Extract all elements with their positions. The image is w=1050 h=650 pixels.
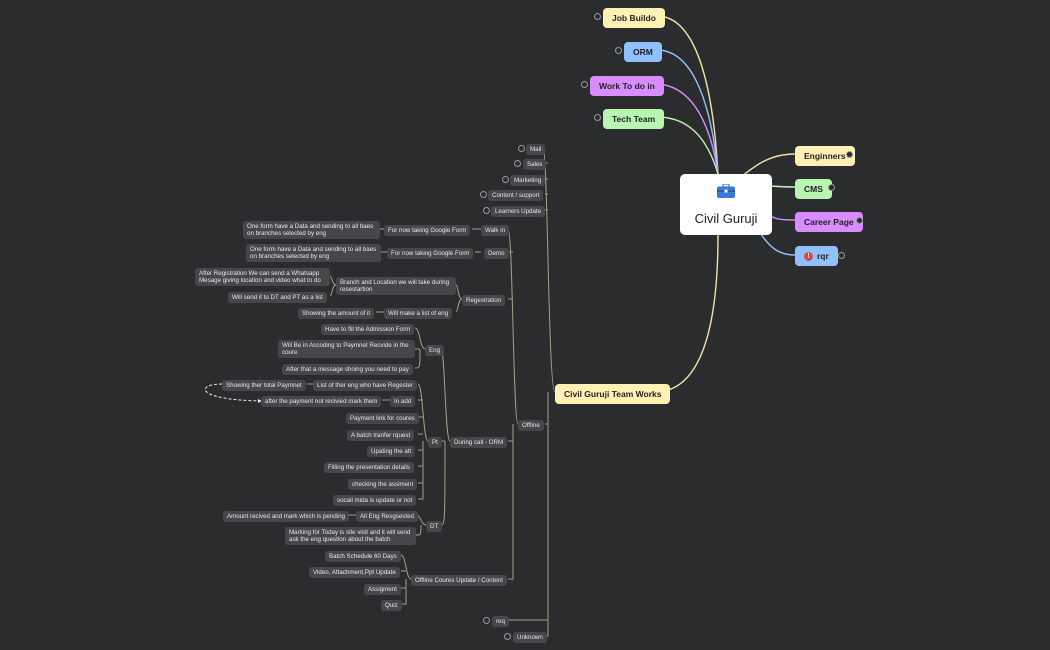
node-marking-today[interactable]: Marking for Today is site visit and it w… — [285, 527, 416, 545]
collapse-icon[interactable] — [594, 114, 601, 121]
node-make-list[interactable]: Will make a list of eng — [384, 308, 453, 319]
node-batch-transfer[interactable]: A batch tranfer rquest — [347, 430, 415, 441]
collapse-icon[interactable] — [483, 207, 490, 214]
node-checking-assignment[interactable]: checking the assiment — [348, 479, 418, 490]
branch-cms[interactable]: CMS — [795, 179, 832, 199]
node-dt[interactable]: DT — [426, 521, 443, 532]
collapse-icon[interactable] — [615, 47, 622, 54]
collapse-icon[interactable] — [502, 176, 509, 183]
node-fill-form[interactable]: Have to fill the Admission Form — [321, 324, 415, 335]
collapse-icon[interactable] — [581, 81, 588, 88]
branch-work-to-do-in[interactable]: Work To do in — [590, 76, 664, 96]
node-mail[interactable]: Mail — [526, 144, 546, 155]
collapse-icon[interactable] — [838, 252, 845, 259]
node-content-support[interactable]: Content / support — [488, 190, 544, 201]
node-walk-in-form[interactable]: For now taking Google Form — [384, 225, 471, 236]
root-title: Civil Guruji — [694, 211, 758, 226]
collapse-icon[interactable] — [594, 13, 601, 20]
collapse-icon[interactable] — [504, 633, 511, 640]
node-show-amount[interactable]: Showing the amount of it — [298, 308, 375, 319]
node-according-payment[interactable]: Will Be in Accoding to Paymnet Recvide i… — [278, 340, 415, 358]
collapse-icon[interactable] — [856, 217, 863, 224]
node-branch-location[interactable]: Branch and Location we will take during … — [336, 277, 456, 295]
node-unknown[interactable]: Unknown — [513, 632, 547, 643]
node-during-call[interactable]: During call - ORM — [450, 437, 508, 448]
node-after-registration[interactable]: After Registration We can send a Whatsap… — [195, 268, 330, 286]
node-social-media[interactable]: socail mida is update or not — [333, 495, 417, 506]
node-demo-note[interactable]: One form have a Data and sending to all … — [246, 244, 381, 262]
node-updating-att[interactable]: Upating the att — [367, 446, 416, 457]
node-learners-update[interactable]: Learners Update — [491, 206, 546, 217]
node-demo[interactable]: Demo — [484, 248, 509, 259]
root-node[interactable]: Civil Guruji — [680, 174, 772, 235]
node-showing-total[interactable]: Showing ther total Paymnet — [222, 380, 306, 391]
node-filling-presentation[interactable]: Filling the presentation details — [324, 462, 414, 473]
node-video-attachment[interactable]: Video, Attachment,Ppt Update — [309, 567, 400, 578]
briefcase-icon — [717, 184, 735, 198]
branch-team-works[interactable]: Civil Guruji Team Works — [555, 384, 671, 404]
node-assignment[interactable]: Assigment — [364, 584, 401, 595]
node-list-eng-register[interactable]: List of ther eng who have Regester — [313, 380, 417, 391]
alert-icon: ! — [804, 252, 813, 262]
node-quiz[interactable]: Quiz — [381, 600, 402, 611]
node-req[interactable]: req — [492, 616, 509, 627]
node-pt[interactable]: Pt — [428, 437, 442, 448]
node-sales[interactable]: Sales — [523, 159, 547, 170]
node-after-message[interactable]: After that a message shoing you need to … — [282, 364, 413, 375]
collapse-icon[interactable] — [518, 145, 525, 152]
collapse-icon[interactable] — [514, 160, 521, 167]
node-not-recived[interactable]: after the payment not recivied mark them — [261, 396, 382, 407]
collapse-icon[interactable] — [483, 617, 490, 624]
node-walk-in-note[interactable]: One form have a Data and sending to all … — [243, 221, 380, 239]
branch-tech-team[interactable]: Tech Team — [603, 109, 665, 129]
node-walk-in[interactable]: Walk in — [481, 225, 510, 236]
node-offline[interactable]: Offline — [518, 420, 544, 431]
branch-career-page[interactable]: Career Page — [795, 212, 863, 232]
node-offline-courses[interactable]: Offline Coures Update / Content — [411, 575, 507, 586]
branch-enginners[interactable]: Enginners — [795, 146, 855, 166]
node-in-add[interactable]: In add — [390, 396, 416, 407]
node-batch-schedule[interactable]: Batch Schedule 60 Days — [325, 551, 401, 562]
node-registration[interactable]: Regestration — [462, 295, 506, 306]
node-eng[interactable]: Eng — [425, 345, 445, 356]
node-marketing[interactable]: Marketing — [510, 175, 546, 186]
node-send-dt-pt[interactable]: Will send it to DT and PT as a list — [228, 292, 327, 303]
branch-rqr[interactable]: !rqr — [795, 246, 838, 267]
collapse-icon[interactable] — [846, 151, 853, 158]
branch-orm[interactable]: ORM — [624, 42, 662, 62]
collapse-icon[interactable] — [828, 184, 835, 191]
node-demo-form[interactable]: For now taking Google Form — [387, 248, 474, 259]
node-all-eng-registered[interactable]: All Eng Resgsested — [356, 511, 418, 522]
node-amount-received[interactable]: Amount recived and mark which is pending — [223, 511, 349, 522]
collapse-icon[interactable] — [480, 191, 487, 198]
node-payment-link[interactable]: Payment link for coures — [346, 413, 419, 424]
branch-job-buildo[interactable]: Job Buildo — [603, 8, 665, 28]
